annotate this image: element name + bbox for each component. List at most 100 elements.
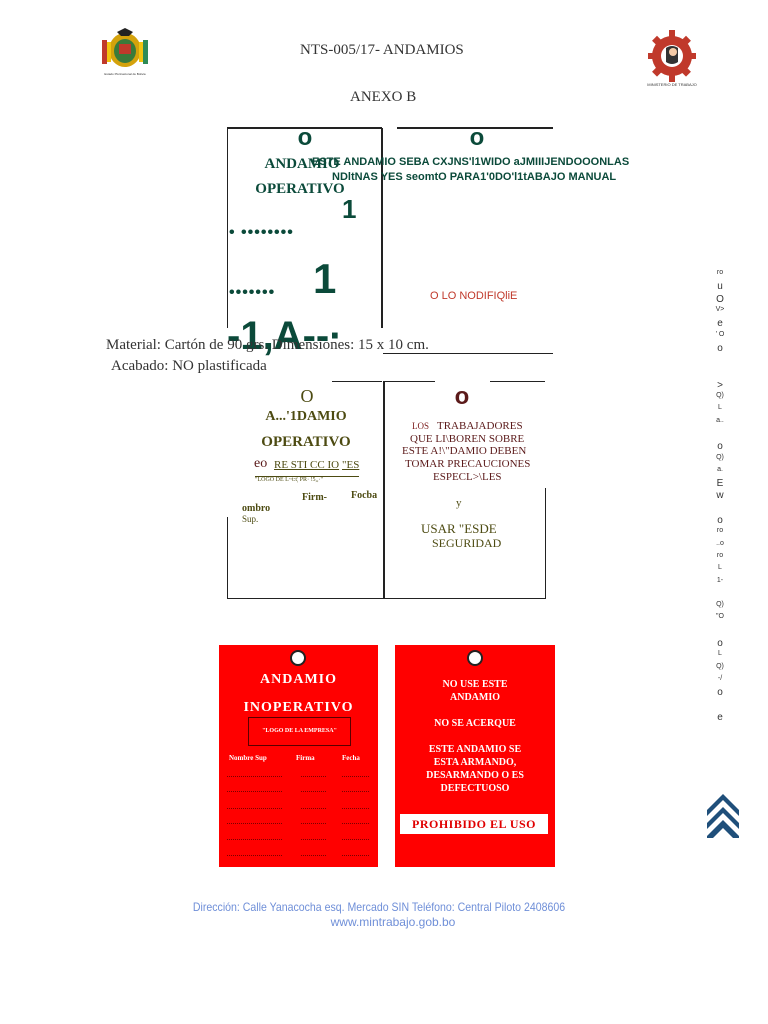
tag4-text-line2: QUE LI\BOREN SOBRE: [410, 433, 525, 445]
tag3-col-date: Focba: [351, 490, 378, 501]
ministry-logo: MINISTERIO DE TRABAJO: [642, 30, 702, 96]
margin-char: L: [718, 404, 722, 411]
tag2-red-label: O LO NODIFIQliE: [430, 290, 518, 302]
margin-char: ro: [716, 552, 724, 559]
margin-char: a.: [717, 466, 723, 473]
margin-char: ro: [716, 527, 724, 534]
tag3-eo: eo: [254, 456, 268, 471]
doc-code: NTS-005/17- ANDAMIOS: [300, 42, 464, 58]
tag3-es: "ES: [342, 459, 360, 471]
ministry-gear-logo-icon: [648, 30, 696, 82]
margin-char: o: [717, 343, 723, 354]
red-left-col-fecha: Fecha: [342, 754, 360, 762]
tag3-col-name: ombro Sup.: [237, 492, 270, 525]
tag1-title-line1: ANDAMIO: [264, 156, 340, 172]
tag1-scribble: -1,A--·: [227, 314, 343, 358]
margin-char: o: [717, 687, 723, 698]
margin-char: E: [716, 478, 724, 489]
red-tag-inoperativo: ANDAMIO INOPERATIVO "LOGO DE LA EMPRESA"…: [219, 645, 378, 867]
tag3-top-border-left: [332, 381, 382, 382]
tag1-number-2: 1: [313, 255, 337, 302]
tag4-usar-line1: USAR "ESDE: [421, 521, 497, 536]
tag4-y: y: [456, 497, 462, 509]
red-right-line2: ANDAMIO: [450, 692, 500, 703]
margin-char: o: [717, 441, 723, 452]
tag1-top-border: [227, 127, 382, 129]
tag1-hole-label: o: [297, 124, 313, 151]
tag2-hole-label: o: [469, 124, 485, 151]
red-right-line5: ESTA ARMANDO,: [433, 757, 517, 768]
margin-char: o: [717, 638, 723, 649]
red-left-col-firma: Firma: [296, 754, 315, 762]
margin-char: "O: [716, 613, 724, 620]
red-right-line4: ESTE ANDAMIO SE: [428, 744, 522, 755]
coat-of-arms-logo: Estado Plurinacional de Bolivia: [92, 26, 158, 78]
logo-left-caption: Estado Plurinacional de Bolivia: [104, 72, 146, 76]
margin-char: u: [717, 281, 723, 292]
tag2-text-line2: NDltNAS YES seomtO PARA1'0DO'l1tABAJO MA…: [332, 171, 617, 183]
red-right-line6: DESARMANDO O ES: [426, 770, 524, 781]
tag4-top-border-right: [490, 381, 545, 382]
tag4-hole-label: o: [454, 383, 470, 410]
margin-char: O: [716, 294, 724, 305]
margin-char: Q): [716, 663, 724, 670]
tag3-col-name-text: ombro: [242, 503, 271, 514]
red-tag-no-use: NO USE ESTE ANDAMIO NO SE ACERQUE ESTE A…: [395, 645, 555, 867]
margin-char: V>: [715, 306, 725, 313]
tag4-text-line5: ESPECL>\LES: [433, 471, 502, 483]
footer-website-link[interactable]: www.mintrabajo.gob.bo: [330, 915, 456, 929]
tag3-title-line2: OPERATIVO: [261, 434, 351, 450]
tag3-hole-label: O: [300, 386, 314, 406]
margin-char: e: [717, 712, 723, 723]
prohibited-banner: PROHIBIDO EL USO: [400, 814, 548, 834]
scroll-top-button[interactable]: [703, 788, 743, 838]
tag1-right-border: [381, 128, 383, 328]
red-left-logo-box: "LOGO DE LA EMPRESA": [248, 717, 351, 746]
tag4-top-border-left: [385, 381, 435, 382]
margin-char: w: [716, 490, 724, 501]
tag3-title-line1: A...'1DAMIO: [265, 409, 347, 424]
margin-char: >: [717, 380, 723, 391]
margin-char: a..: [716, 417, 724, 424]
tag4-usar-line2: SEGURIDAD: [432, 536, 502, 550]
red-right-line7: DEFECTUOSO: [440, 783, 510, 794]
tag3-left-border: [227, 517, 228, 599]
red-left-title2: INOPERATIVO: [243, 700, 354, 715]
tag1-dotted-line-2: •••••••: [229, 284, 276, 301]
margin-char: e: [717, 318, 723, 329]
margin-char: Q): [716, 454, 724, 461]
tag1-title-line2: OPERATIVO: [255, 181, 345, 197]
margin-char: Q): [716, 392, 724, 399]
finish-spec: Acabado: NO plastificada: [111, 358, 267, 374]
tag3-col-firm: Firm-: [302, 492, 327, 503]
margin-char: ..o: [716, 540, 724, 547]
red-right-line1: NO USE ESTE: [442, 679, 508, 690]
margin-char: ro: [716, 269, 724, 276]
tag1-number-1: 1: [342, 194, 357, 224]
tag4-text-line4: TOMAR PRECAUCIONES: [405, 458, 531, 470]
margin-char: L: [718, 650, 722, 657]
margin-char: ' O: [715, 331, 725, 338]
margin-char: Q): [716, 601, 724, 608]
annex-title: ANEXO B: [350, 89, 417, 105]
material-spec: Material: Cartón de 90 grs. Dimensiones:…: [106, 337, 429, 353]
tag4-right-border: [545, 488, 546, 599]
double-chevron-up-icon: [707, 794, 739, 838]
coat-of-arms-icon: [102, 28, 148, 67]
tag-hole-icon: [467, 650, 483, 666]
red-left-title1: ANDAMIO: [260, 672, 337, 687]
tag3-col-name-sup: Sup.: [242, 514, 259, 524]
tag-hole-icon: [290, 650, 306, 666]
tag2-bottom-border: [383, 353, 553, 354]
red-right-line3: NO SE ACERQUE: [434, 718, 516, 729]
tag3-bottom-border: [227, 598, 545, 599]
tag4-text-line3: ESTE A!\"DAMIO DEBEN: [402, 445, 527, 457]
tag1-left-border: [227, 128, 228, 328]
tag4-los: LOS: [412, 421, 430, 431]
tag2-text-line1: ESTE ANDAMIO SEBA CXJNS'l1WIDO aJMIIIJEN…: [312, 156, 630, 168]
tag4-text-line1: TRABAJADORES: [437, 420, 523, 432]
margin-char: o: [717, 515, 723, 526]
tag2-top-border: [397, 127, 553, 129]
footer-address: Dirección: Calle Yanacocha esq. Mercado …: [192, 900, 566, 914]
tag1-dotted-line-1: • ••••••••: [229, 224, 294, 241]
